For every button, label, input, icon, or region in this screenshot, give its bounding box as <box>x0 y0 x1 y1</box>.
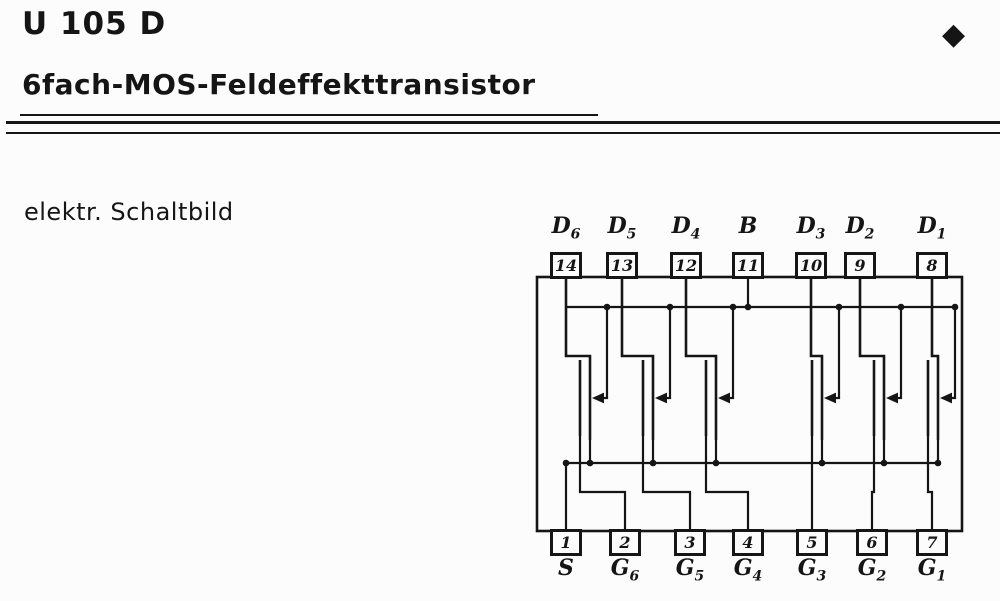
pin-box-8: 8 <box>916 252 948 279</box>
pin-label-g6: G6 <box>610 555 640 585</box>
mosfet-t6 <box>564 277 627 531</box>
diamond-icon: ◆ <box>942 17 966 52</box>
pin-box-13: 13 <box>606 252 638 279</box>
mosfet-t2 <box>858 277 903 531</box>
pin-label-g5: G5 <box>675 555 705 585</box>
pin-box-4: 4 <box>732 529 764 556</box>
pin-label-g1: G1 <box>917 555 947 585</box>
pin-label-g2: G2 <box>857 555 887 585</box>
pin-label-d2: D2 <box>845 213 875 243</box>
pin-box-10: 10 <box>795 252 827 279</box>
junction-dots <box>562 303 959 467</box>
pin-box-2: 2 <box>609 529 641 556</box>
pin-label-d4: D4 <box>671 213 701 243</box>
subtitle-underline <box>20 114 598 116</box>
mosfet-t5 <box>620 277 692 531</box>
subtitle: 6fach-MOS-Feldeffekttransistor <box>22 68 536 101</box>
pin-box-7: 7 <box>916 529 948 556</box>
pin-box-11: 11 <box>732 252 764 279</box>
mosfet-t1 <box>926 277 957 531</box>
pin-box-1: 1 <box>550 529 582 556</box>
mosfet-t3 <box>809 277 841 531</box>
pin-label-s: S <box>558 555 574 581</box>
pin-label-g3: G3 <box>797 555 827 585</box>
pin-box-3: 3 <box>674 529 706 556</box>
pin-box-14: 14 <box>550 252 582 279</box>
mosfet-t4 <box>684 277 750 531</box>
pin-label-d6: D6 <box>551 213 581 243</box>
schematic-caption: elektr. Schaltbild <box>24 198 234 226</box>
pin-label-g4: G4 <box>733 555 763 585</box>
pin-box-9: 9 <box>844 252 876 279</box>
pin-box-6: 6 <box>856 529 888 556</box>
section-divider <box>6 121 1000 134</box>
part-number: U 105 D <box>22 6 167 42</box>
pin-label-d1: D1 <box>917 213 947 243</box>
pin-box-5: 5 <box>796 529 828 556</box>
pin-box-12: 12 <box>670 252 702 279</box>
pin-label-b: B <box>738 213 758 239</box>
pin-label-d5: D5 <box>607 213 637 243</box>
pin-label-d3: D3 <box>796 213 826 243</box>
